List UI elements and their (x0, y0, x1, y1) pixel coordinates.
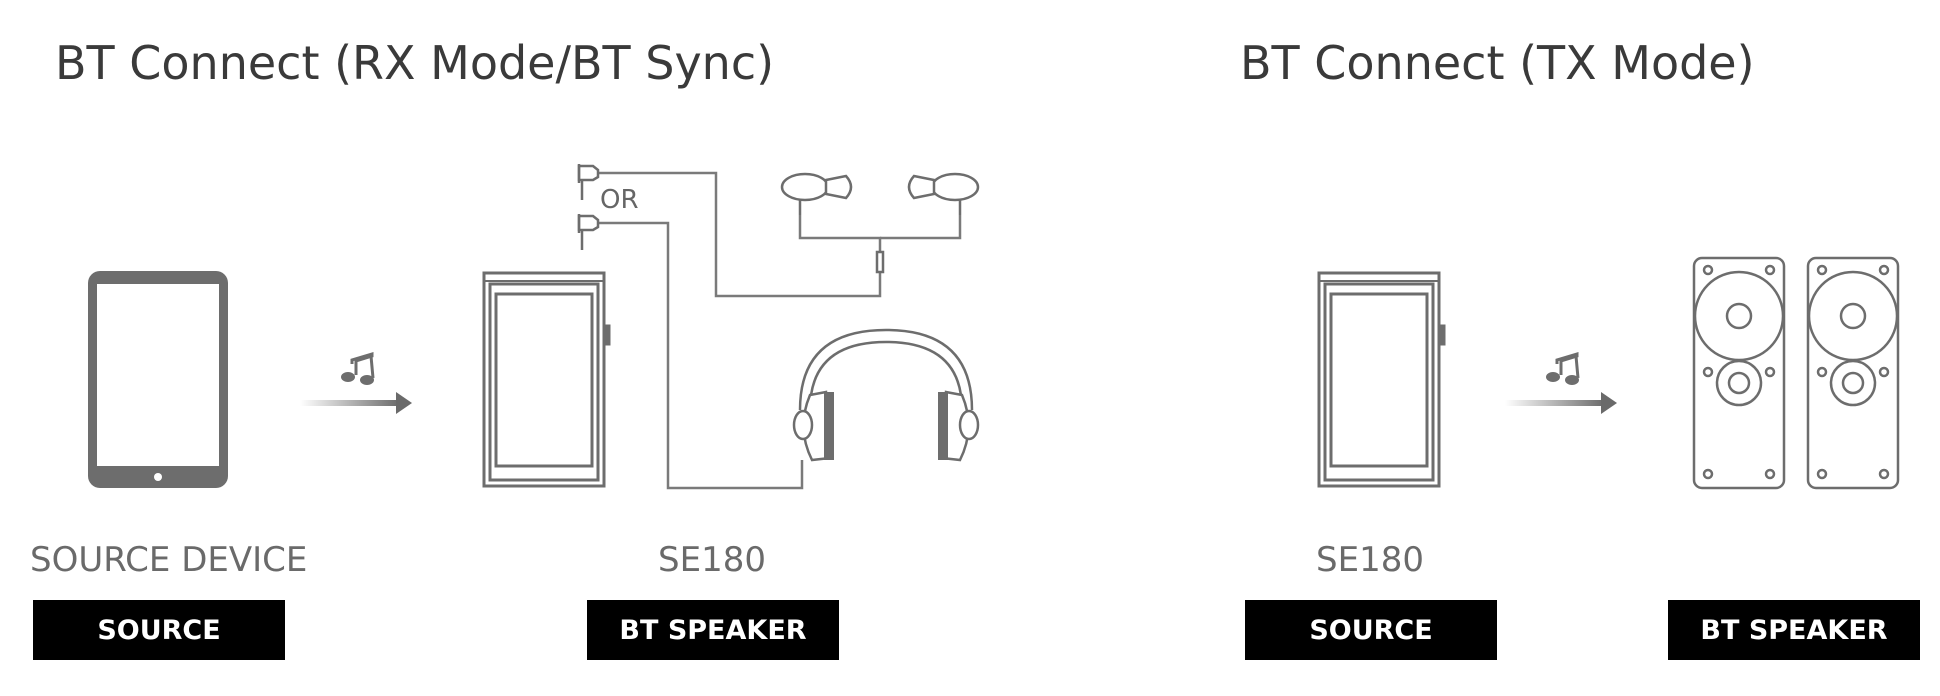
tx-bt-speaker-badge: BT SPEAKER (1668, 600, 1920, 660)
jack-plug-icon (577, 164, 600, 250)
arrow-right-icon (1505, 392, 1617, 414)
speaker-icon (1806, 256, 1900, 490)
tx-section-title: BT Connect (TX Mode) (1240, 36, 1755, 90)
tx-player-caption: SE180 (1316, 540, 1424, 580)
music-note-icon (341, 351, 375, 385)
audio-player-icon (1317, 271, 1446, 488)
rx-bt-speaker-badge: BT SPEAKER (587, 600, 839, 660)
rx-source-badge: SOURCE (33, 600, 285, 660)
earphones-icon (780, 172, 980, 274)
arrow-right-icon (300, 392, 412, 414)
tx-source-badge: SOURCE (1245, 600, 1497, 660)
music-note-icon (1546, 351, 1580, 385)
rx-section-title: BT Connect (RX Mode/BT Sync) (55, 36, 775, 90)
tablet-icon (88, 271, 228, 488)
source-device-caption: SOURCE DEVICE (30, 540, 308, 580)
or-label: OR (600, 185, 639, 215)
cable-lines (598, 171, 962, 490)
rx-player-caption: SE180 (658, 540, 766, 580)
audio-player-icon (482, 271, 611, 488)
speaker-icon (1692, 256, 1786, 490)
headphones-icon (792, 328, 980, 462)
